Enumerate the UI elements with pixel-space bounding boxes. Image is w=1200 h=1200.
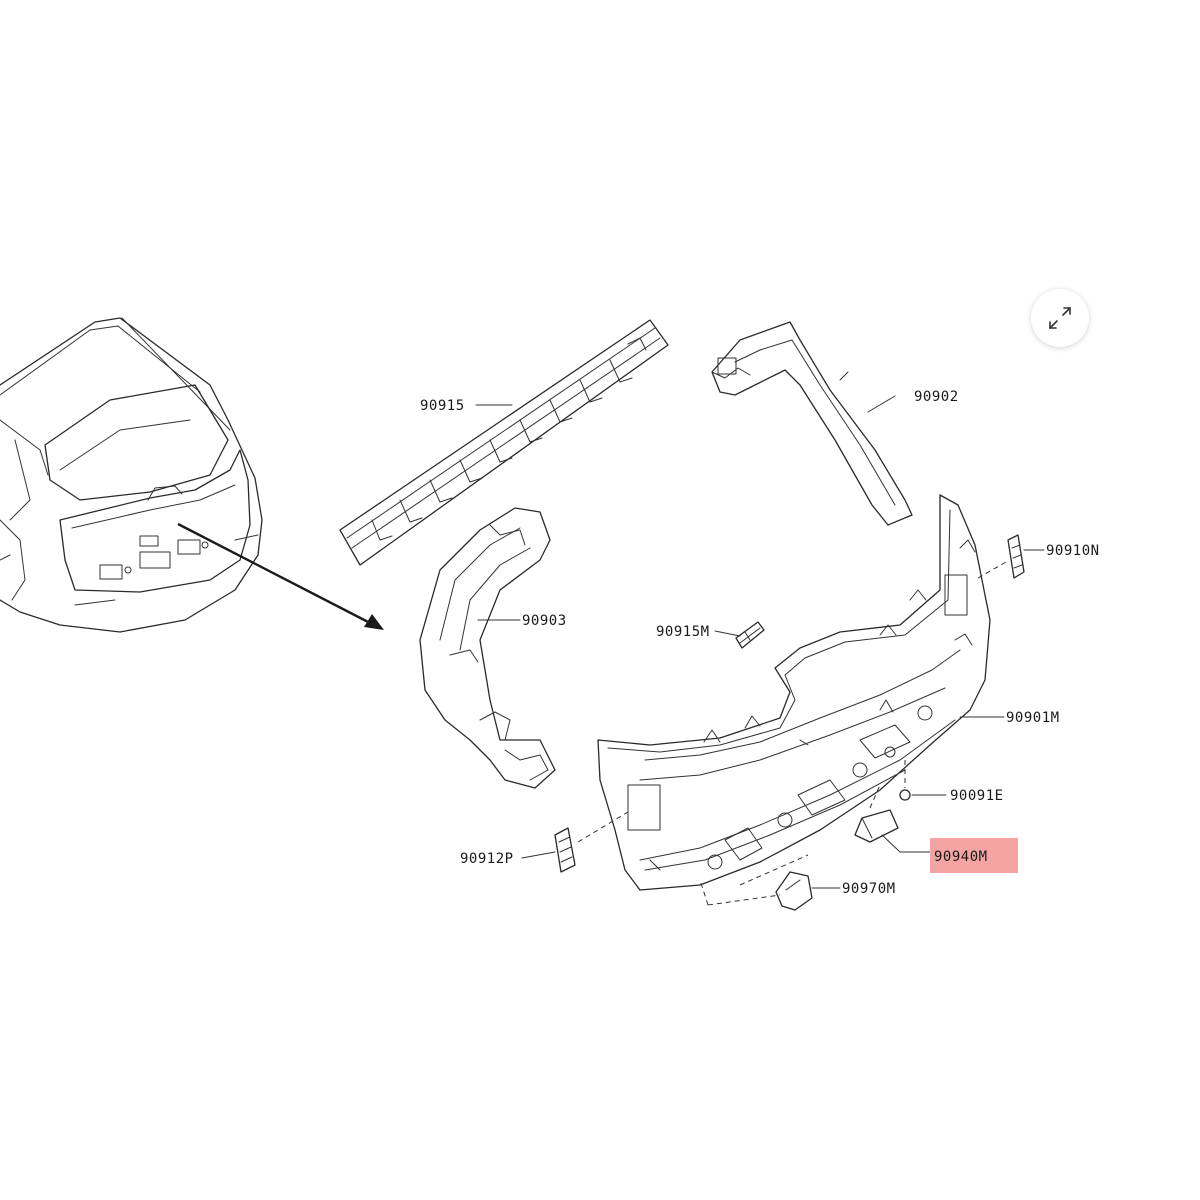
direction-arrow bbox=[177, 522, 384, 630]
expand-button[interactable] bbox=[1031, 289, 1089, 347]
part-90091E-fastener bbox=[899, 789, 911, 801]
part-90915M-clip bbox=[735, 621, 765, 649]
part-90902-upper-trim bbox=[711, 321, 913, 526]
part-90903-side-pillar-trim bbox=[419, 507, 556, 789]
part-90912P-clip bbox=[554, 827, 576, 873]
label-90910N: 90910N bbox=[1046, 543, 1100, 559]
part-90940M-handle bbox=[854, 809, 899, 843]
label-90915: 90915 bbox=[420, 398, 465, 414]
part-90910N-clip bbox=[1007, 534, 1025, 579]
part-90915-trim-strip bbox=[339, 319, 669, 566]
label-90940M: 90940M bbox=[934, 849, 988, 865]
part-90901M-lower-panel bbox=[597, 494, 991, 891]
highlight-box bbox=[930, 838, 1018, 873]
label-90915M: 90915M bbox=[656, 624, 710, 640]
label-90091E: 90091E bbox=[950, 788, 1004, 804]
label-90912P: 90912P bbox=[460, 851, 514, 867]
part-90970M-latch bbox=[775, 871, 813, 911]
expand-arrows-icon bbox=[1049, 307, 1071, 329]
vehicle-rear-view bbox=[0, 317, 263, 633]
label-90903: 90903 bbox=[522, 613, 567, 629]
label-90901M: 90901M bbox=[1006, 710, 1060, 726]
leader-lines bbox=[475, 404, 1045, 889]
label-90970M: 90970M bbox=[842, 881, 896, 897]
label-90902: 90902 bbox=[914, 389, 959, 405]
